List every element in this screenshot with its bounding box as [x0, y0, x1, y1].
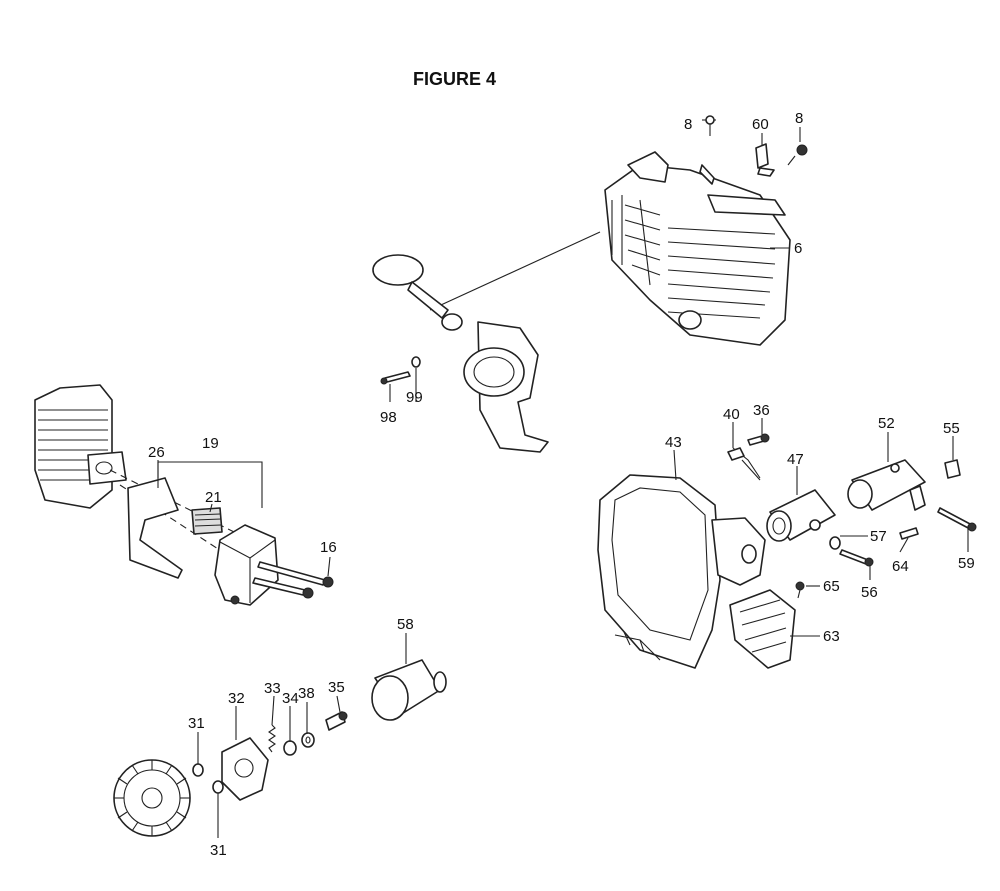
screw-8-left — [702, 115, 716, 136]
callout-6: 6 — [794, 240, 802, 257]
screw-56 — [839, 549, 874, 567]
muffler-bolts-16 — [252, 561, 334, 599]
callout-56: 56 — [861, 584, 878, 601]
callout-64: 64 — [892, 558, 909, 575]
figure-title: FIGURE 4 — [413, 69, 497, 89]
washer-31-bottom — [212, 780, 224, 794]
engine-cover — [604, 151, 791, 346]
bushing-47 — [766, 489, 836, 542]
muffler-screen-21 — [191, 507, 223, 535]
washer-31-top — [192, 763, 204, 777]
callout-8b: 8 — [795, 110, 803, 127]
callout-43: 43 — [665, 434, 682, 451]
callout-16: 16 — [320, 539, 337, 556]
screw-8-right — [787, 144, 808, 166]
callout-38: 38 — [298, 685, 315, 702]
callout-26: 26 — [148, 444, 165, 461]
callout-36: 36 — [753, 402, 770, 419]
callout-21: 21 — [205, 489, 222, 506]
washer-99 — [411, 356, 421, 368]
callout-34: 34 — [282, 690, 299, 707]
callout-65: 65 — [823, 578, 840, 595]
leader-lines — [157, 127, 969, 838]
muffler-bracket-26 — [127, 477, 183, 579]
flywheel — [113, 759, 191, 837]
clutch-32 — [221, 737, 269, 801]
callout-47: 47 — [787, 451, 804, 468]
callout-98: 98 — [380, 409, 397, 426]
callout-60: 60 — [752, 116, 769, 133]
callout-63: 63 — [823, 628, 840, 645]
screw-98 — [380, 371, 411, 385]
cylinder — [34, 384, 127, 509]
callout-31-top: 31 — [188, 715, 205, 732]
bolt-35 — [325, 711, 348, 731]
guard-63 — [729, 589, 796, 669]
washer-34 — [283, 740, 297, 756]
callout-35: 35 — [328, 679, 345, 696]
clutch-drum-58 — [371, 659, 447, 721]
callout-40: 40 — [723, 406, 740, 423]
callout-31-bottom: 31 — [210, 842, 227, 859]
callout-55: 55 — [943, 420, 960, 437]
screw-65 — [795, 581, 805, 599]
nut-55 — [944, 459, 961, 479]
clamp-52 — [847, 459, 926, 511]
callout-99: 99 — [406, 389, 423, 406]
callout-8a: 8 — [684, 116, 692, 133]
recoil-starter — [372, 231, 601, 453]
clutch-housing — [597, 474, 766, 669]
washer-57 — [829, 536, 841, 550]
callout-59: 59 — [958, 555, 975, 572]
spring-33 — [268, 724, 276, 753]
link-64 — [899, 527, 919, 540]
callout-19: 19 — [202, 435, 219, 452]
washer-38 — [301, 732, 315, 748]
callout-58: 58 — [397, 616, 414, 633]
bracket-40 — [727, 447, 761, 481]
bracket-60 — [755, 143, 775, 177]
callout-57: 57 — [870, 528, 887, 545]
screw-36 — [747, 433, 770, 446]
screw-59 — [937, 507, 977, 532]
callout-33: 33 — [264, 680, 281, 697]
callout-32: 32 — [228, 690, 245, 707]
callout-labels: 8 60 8 6 98 99 19 26 21 16 43 40 36 47 5… — [148, 110, 975, 859]
callout-52: 52 — [878, 415, 895, 432]
